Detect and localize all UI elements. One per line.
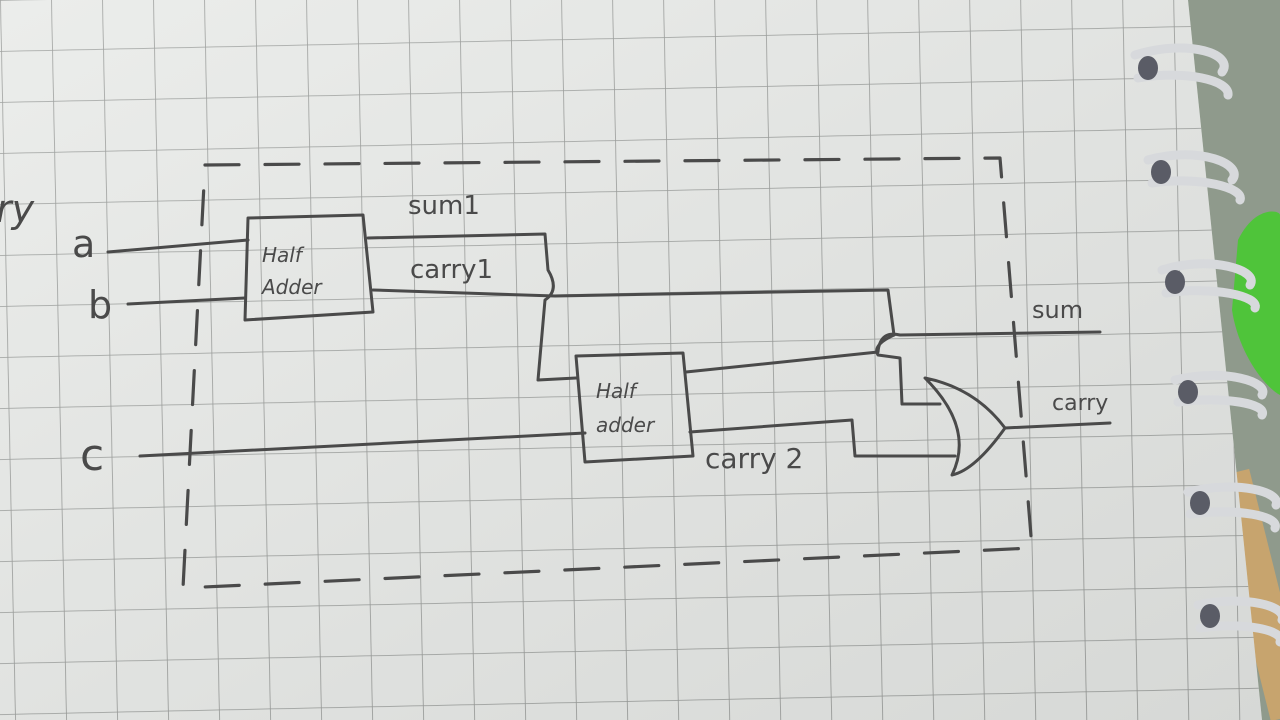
input-b-label: b: [88, 283, 112, 327]
input-a-label: a: [72, 222, 95, 266]
sum-output-label: sum: [1032, 296, 1083, 324]
half-adder-2-label-line1: Half: [596, 379, 639, 403]
full-adder-sketch: [106, 156, 1112, 590]
carry2-label: carry 2: [705, 442, 803, 475]
carry-output-label: carry: [1052, 391, 1108, 416]
wire-carry-out: [1003, 421, 1112, 430]
wire-a: [106, 238, 250, 254]
input-c-label: c: [80, 430, 104, 481]
binding-holes: [1138, 56, 1220, 628]
page-edge-text: ry: [0, 187, 35, 231]
wire-b: [126, 296, 247, 306]
wire-ha2-sum: [684, 330, 1102, 374]
half-adder-1-label-line1: Half: [262, 243, 305, 267]
half-adder-1-box: [243, 213, 375, 322]
wire-sum1: [366, 232, 578, 382]
sum1-label: sum1: [408, 191, 480, 221]
wire-c: [138, 431, 587, 458]
half-adder-2-label-line2: adder: [596, 413, 656, 437]
or-gate: [923, 376, 1007, 477]
carry1-label: carry1: [410, 255, 493, 285]
wire-carry2: [688, 418, 957, 458]
wire-carry1: [371, 288, 896, 337]
half-adder-1-label-line2: Adder: [260, 275, 323, 299]
half-adder-2-box: [574, 351, 695, 464]
dashed-boundary: [181, 156, 1034, 590]
